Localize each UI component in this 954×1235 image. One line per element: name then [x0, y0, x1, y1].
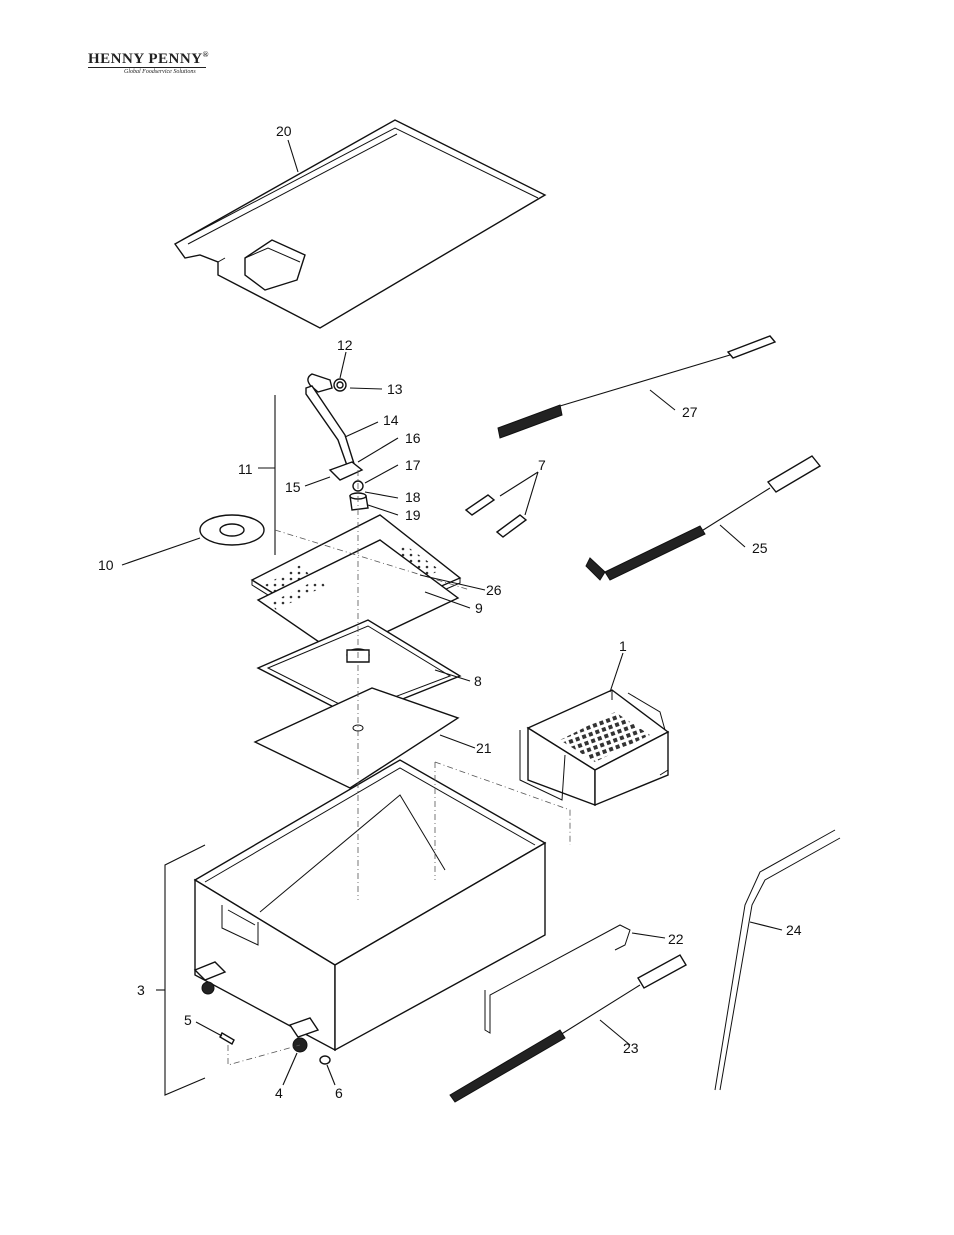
filter-pan [195, 760, 545, 1050]
callout-19: 19 [405, 507, 421, 523]
callout-1: 1 [619, 638, 627, 654]
pickup-tube-assembly [306, 374, 368, 510]
callout-23: 23 [623, 1040, 639, 1056]
callout-12: 12 [337, 337, 353, 353]
callout-10: 10 [98, 557, 114, 573]
callout-13: 13 [387, 381, 403, 397]
brush-25 [586, 456, 820, 580]
callout-14: 14 [383, 412, 399, 428]
callout-27: 27 [682, 404, 698, 420]
brush-27 [498, 336, 775, 438]
callout-3: 3 [137, 982, 145, 998]
callout-21: 21 [476, 740, 492, 756]
callout-20: 20 [276, 123, 292, 139]
callout-17: 17 [405, 457, 421, 473]
callout-8: 8 [474, 673, 482, 689]
callout-26: 26 [486, 582, 502, 598]
callout-11: 11 [238, 461, 253, 477]
callout-25: 25 [752, 540, 768, 556]
callout-5: 5 [184, 1012, 192, 1028]
filter-paper [255, 688, 458, 788]
callout-7: 7 [538, 457, 546, 473]
callout-24: 24 [786, 922, 802, 938]
filter-pan-cover [175, 120, 545, 328]
callout-16: 16 [405, 430, 421, 446]
callout-6: 6 [335, 1085, 343, 1101]
callout-15: 15 [285, 479, 301, 495]
callout-18: 18 [405, 489, 421, 505]
pins-7 [466, 495, 526, 537]
washer-10 [200, 515, 264, 545]
rod-24 [715, 830, 840, 1090]
crumb-basket [520, 690, 668, 805]
callout-22: 22 [668, 931, 684, 947]
callout-4: 4 [275, 1085, 283, 1101]
callout-9: 9 [475, 600, 483, 616]
